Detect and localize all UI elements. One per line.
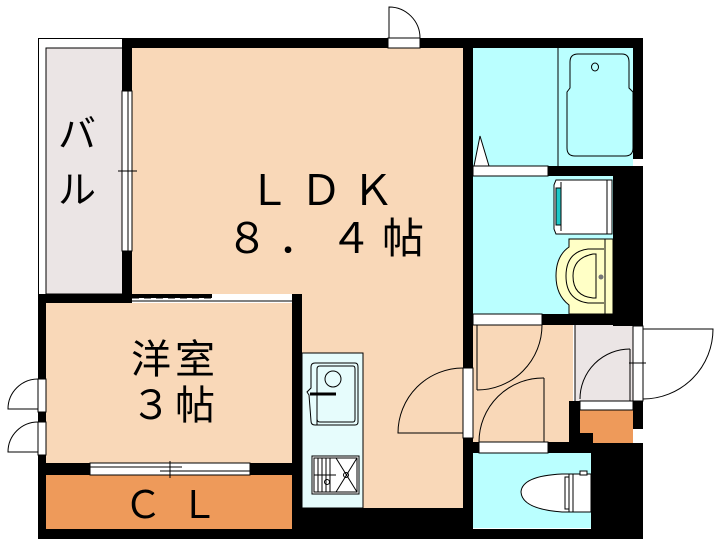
windows [7, 6, 421, 478]
balcony-label-1: バ [58, 112, 97, 156]
western-room-label: 洋室 ３帖 [110, 340, 240, 432]
western-room-floor [46, 303, 292, 463]
bath-door-opening [472, 165, 549, 177]
ldk-size: ８．４帖 [226, 214, 435, 263]
washing-machine [553, 179, 613, 235]
ldk-label: ＬＤＫ ８．４帖 [226, 170, 426, 266]
closet-floor [46, 475, 292, 529]
bathtub [473, 48, 634, 167]
hall-doors [397, 324, 549, 454]
balcony-label: バ ル [58, 112, 97, 227]
kitchen-counter [301, 352, 364, 509]
walls [38, 38, 643, 539]
balcony [38, 38, 125, 297]
ldk-name: ＬＤＫ [247, 166, 404, 215]
bathroom-floor [473, 48, 633, 166]
western-room-name: 洋室 [131, 337, 219, 383]
western-room-size: ３帖 [131, 383, 219, 429]
entrance-door [574, 325, 714, 411]
hall-floor [473, 325, 573, 442]
wash-door-opening [472, 313, 543, 326]
ldk-floor [132, 48, 463, 296]
washbasin [555, 238, 614, 315]
entrance-floor [575, 325, 633, 401]
balcony-label-2: ル [58, 168, 97, 212]
toilet [520, 470, 592, 513]
closet-label: ＣＬ [123, 483, 236, 527]
